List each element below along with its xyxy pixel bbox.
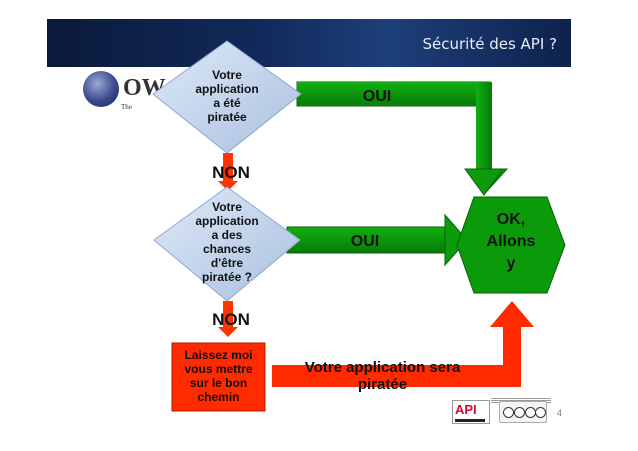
api-logo-text: API (455, 402, 477, 417)
red-box-line: sur le bon (189, 376, 248, 390)
sa-icon (535, 407, 546, 418)
red-arrow-band (272, 365, 517, 387)
red-arrow-head (490, 301, 534, 327)
logo-tagline: The (121, 103, 132, 111)
red-arrow-up (503, 327, 521, 387)
ok-label: OK, Allons y (465, 209, 557, 275)
oui-arrow-top-head (464, 168, 504, 196)
flowchart (152, 40, 566, 412)
red-box-label: Laissez moi vous mettre sur le bon chemi… (172, 348, 265, 404)
bottom-label-line: piratée (357, 376, 408, 393)
ok-line: y (506, 255, 516, 272)
non2-arrow-head (218, 327, 238, 337)
ok-line: OK, (496, 211, 526, 228)
decision2-line: piratée ? (201, 270, 252, 284)
cc-icon (503, 407, 514, 418)
slide-title: Sécurité des API ? (422, 35, 557, 53)
oui-arrow-mid-head (444, 213, 468, 267)
slide-header: Sécurité des API ? (47, 19, 571, 67)
decision1-line: application (195, 82, 259, 96)
red-box-line: chemin (197, 390, 240, 404)
page-number: 4 (557, 408, 563, 418)
slide: Sécurité des API ? OW The (47, 19, 571, 430)
oui1-label: OUI (362, 88, 392, 105)
decision2-label: Votre application a des chances d'être p… (175, 200, 279, 284)
ok-line: Allons (486, 233, 536, 250)
red-box-line: vous mettre (184, 362, 253, 376)
decision2-diamond (153, 186, 301, 302)
decision1-label: Votre application a été piratée (175, 68, 279, 124)
decision1-diamond (152, 40, 302, 154)
owasp-globe-icon (83, 71, 119, 107)
non2-label: NON (212, 310, 250, 329)
ok-hexagon (456, 196, 566, 294)
non1-arrow-shaft (223, 153, 233, 185)
bottom-label-line: Votre application sera (304, 359, 461, 376)
decision2-line: chances (202, 242, 252, 256)
bottom-label: Votre application sera piratée (275, 359, 490, 393)
red-box-line: Laissez moi (184, 348, 253, 362)
decision1-line: Votre (212, 68, 242, 82)
decision2-line: d'être (210, 256, 244, 270)
decision1-line: piratée (207, 110, 247, 124)
decision2-line: application (195, 214, 259, 228)
owasp-logo: OW The (75, 71, 215, 115)
oui-arrow-top-band (297, 82, 490, 106)
api-logo: API (452, 400, 490, 424)
non1-label: NON (212, 163, 250, 182)
decision1-line: a été (213, 96, 241, 110)
non2-arrow-shaft (223, 301, 233, 331)
red-action-box (171, 342, 266, 412)
by-icon (514, 407, 525, 418)
creative-commons-badge (499, 401, 547, 423)
decision2-line: Votre (212, 200, 242, 214)
oui2-label: OUI (350, 233, 380, 250)
decision2-line: a des (211, 228, 243, 242)
non1-arrow-head (218, 181, 238, 191)
oui-arrow-top-down (476, 82, 492, 172)
